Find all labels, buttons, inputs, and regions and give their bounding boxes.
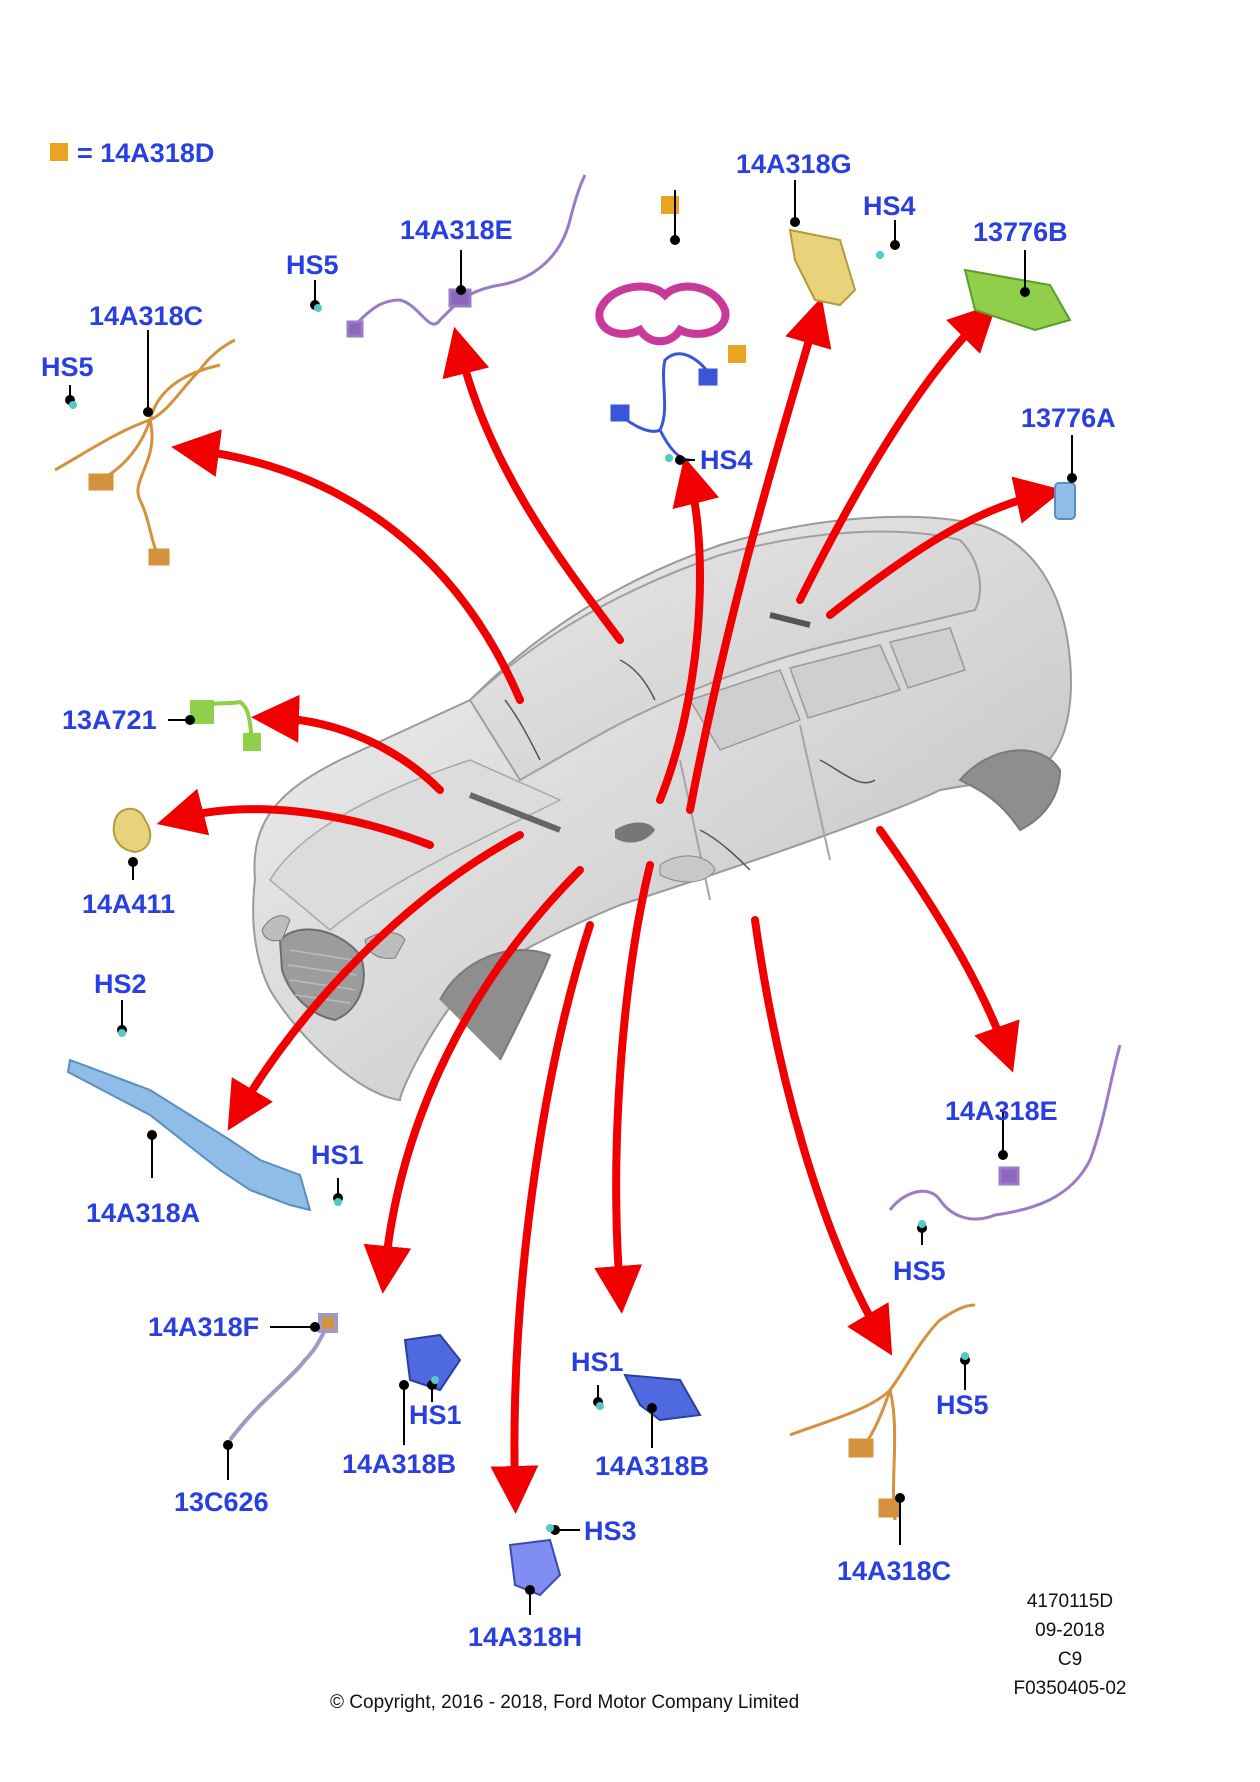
component-14A318B-b	[623, 1373, 702, 1422]
callout-14A318E-top: 14A318E	[400, 215, 513, 245]
callout-14A318G: 14A318G	[736, 149, 852, 179]
arrow-to-14A318A	[227, 831, 524, 1131]
arrow-to-13776B	[796, 303, 997, 604]
callout-13776A: 13776A	[1021, 403, 1116, 433]
arrow-to-14A318C-br	[751, 916, 893, 1356]
arrow-to-14A318B-a	[363, 866, 584, 1294]
arrow-to-13776A	[826, 476, 1064, 619]
arrow-to-13A721	[251, 694, 444, 794]
arrow-to-14A318E-top	[442, 326, 624, 644]
component-14A318B-a	[403, 1333, 462, 1392]
callout-14A318H: 14A318H	[468, 1622, 583, 1652]
arrow-to-14A318E-right	[876, 826, 1020, 1073]
component-13A721	[190, 699, 261, 751]
callout-14A318C-br: 14A318C	[837, 1556, 952, 1586]
arrow-to-14A318B-b	[594, 861, 654, 1314]
connector-points	[69, 251, 969, 1532]
harness-14A318E-right	[888, 1044, 1122, 1221]
harness-14A318A	[66, 1058, 312, 1212]
legend-swatch	[50, 143, 68, 161]
drawing-date: 09-2018	[1035, 1620, 1105, 1641]
callout-HS1-c: HS1	[571, 1347, 624, 1377]
callout-HS5-left: HS5	[41, 352, 94, 382]
callout-13776B: 13776B	[973, 217, 1068, 247]
drawing-figure-id: F0350405-02	[1013, 1678, 1127, 1699]
legend-text: = 14A318D	[77, 138, 215, 168]
callout-HS5-right: HS5	[893, 1256, 946, 1286]
leader-lines	[65, 180, 1077, 1615]
callout-14A318A: 14A318A	[86, 1198, 201, 1228]
callout-13A721: 13A721	[62, 705, 157, 735]
component-14A318G	[788, 228, 857, 307]
callout-14A318E-right: 14A318E	[945, 1096, 1058, 1126]
callout-HS2: HS2	[94, 969, 147, 999]
callout-14A318C-top: 14A318C	[89, 301, 204, 331]
callout-14A318B-b: 14A318B	[595, 1451, 710, 1481]
legend-marker-14A318D-b	[728, 345, 746, 363]
harness-14A318E-top	[346, 174, 587, 338]
drawing-number: 4170115D	[1026, 1591, 1114, 1612]
callout-14A318F: 14A318F	[148, 1312, 260, 1342]
callout-14A411: 14A411	[82, 889, 176, 919]
legend-marker-14A318D-a	[661, 196, 679, 214]
callout-HS4-mid: HS4	[700, 445, 753, 475]
callout-13C626: 13C626	[174, 1487, 269, 1517]
component-14A318H	[508, 1538, 562, 1597]
callout-HS1-a: HS1	[311, 1140, 364, 1170]
callout-HS1-b: HS1	[409, 1400, 462, 1430]
copyright-notice: © Copyright, 2016 - 2018, Ford Motor Com…	[330, 1692, 800, 1713]
harness-14A318C-br	[789, 1303, 976, 1521]
component-13776A	[1054, 482, 1076, 520]
component-13776B	[963, 268, 1072, 332]
harness-13C626	[228, 1313, 338, 1442]
callout-HS3: HS3	[584, 1516, 637, 1546]
arrow-to-HS4-mid	[656, 456, 720, 804]
drawing-revision: C9	[1057, 1649, 1083, 1670]
arrow-to-14A318H	[490, 921, 594, 1514]
arrow-to-14A318G	[686, 296, 832, 814]
harness-14A318C-top	[54, 338, 236, 566]
component-14A411	[112, 807, 152, 854]
locator-arrows	[156, 296, 1064, 1514]
vehicle-illustration	[252, 515, 1072, 1102]
arrow-to-14A318C-top	[171, 429, 524, 704]
callout-HS5-br: HS5	[936, 1390, 989, 1420]
callout-HS5-top: HS5	[286, 250, 339, 280]
callout-14A318B-a: 14A318B	[342, 1449, 457, 1479]
callout-HS4-top: HS4	[863, 191, 916, 221]
arrow-to-14A411	[156, 788, 434, 849]
seal-ring	[595, 282, 730, 346]
